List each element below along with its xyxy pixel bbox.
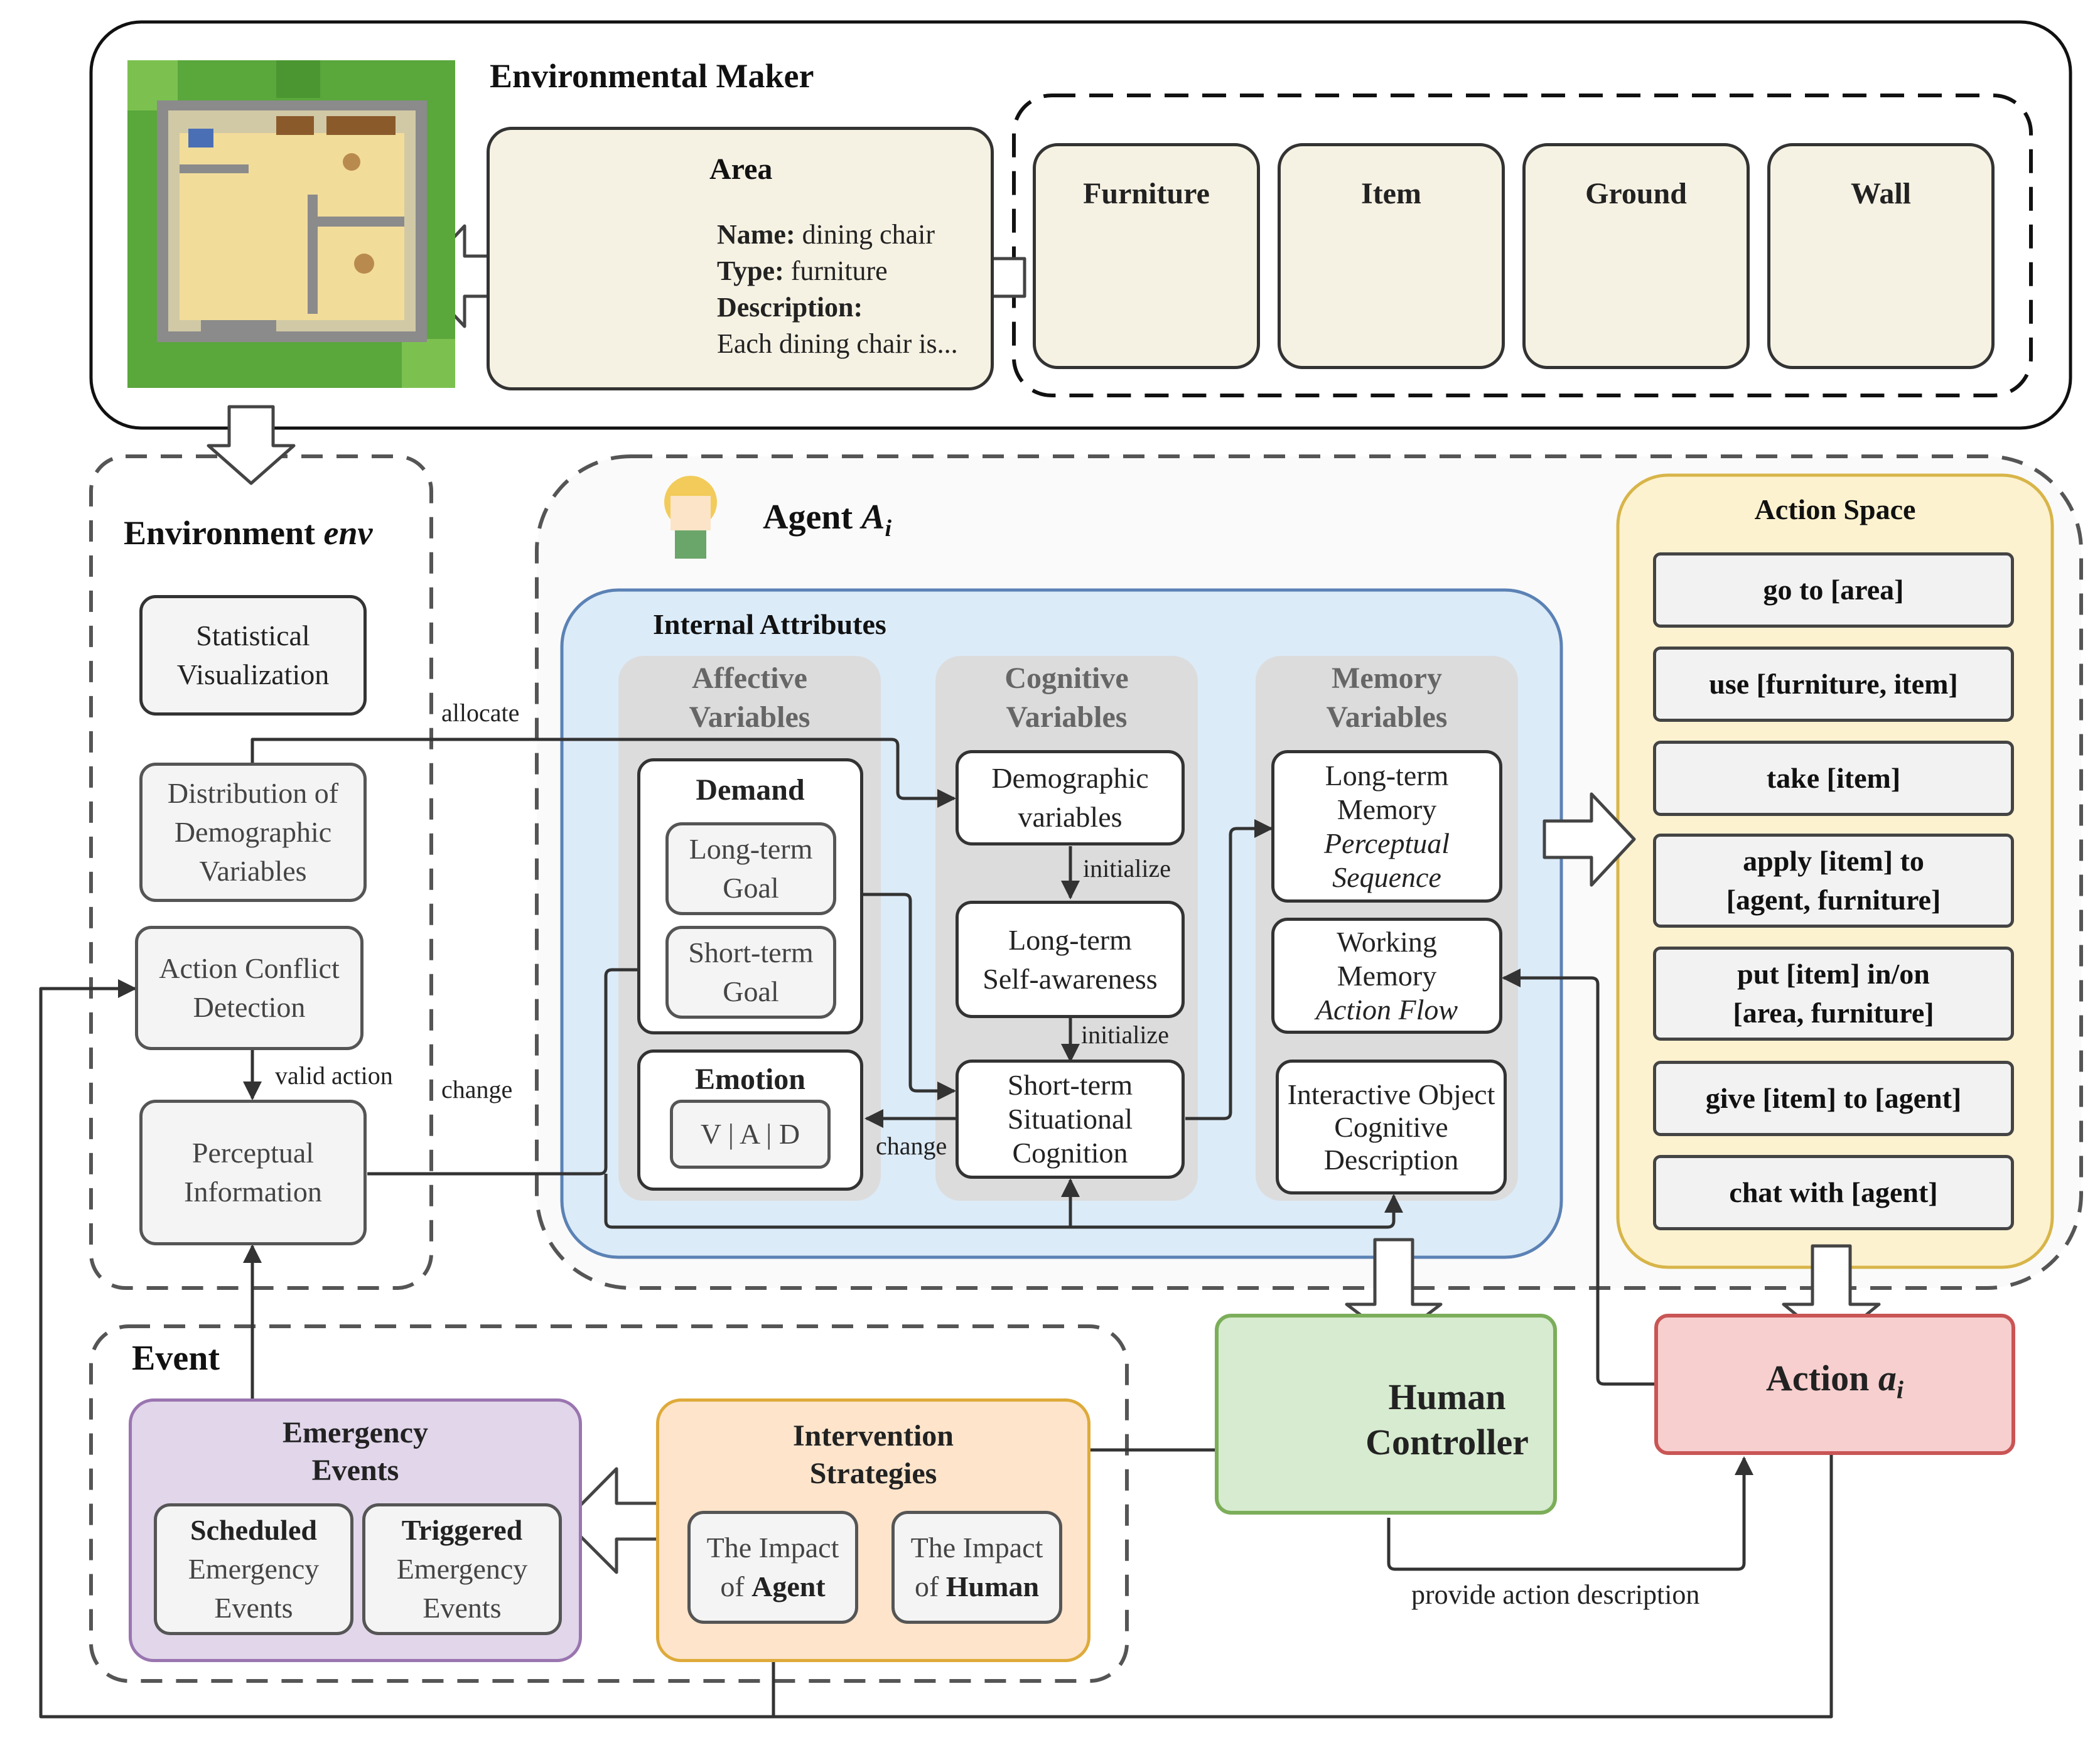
area-desc-key: Description: [717, 292, 863, 323]
initialize-label-2: initialize [1081, 1021, 1169, 1049]
action-conflict-box[interactable]: Action Conflict Detection [135, 926, 363, 1050]
line-action-to-working-memory [1502, 969, 1654, 1386]
distribution-box[interactable]: Distribution of Demographic Variables [139, 763, 367, 902]
area-title: Area [709, 153, 773, 186]
action-apply-item[interactable]: apply [item] to[agent, furniture] [1653, 834, 2014, 928]
line-allocate [250, 738, 956, 808]
action-use-furniture-item[interactable]: use [furniture, item] [1653, 647, 2014, 722]
area-details: Name: dining chair Type: furniture Descr… [717, 217, 958, 362]
line-perceptual-bottom [604, 1174, 1403, 1229]
category-ground[interactable]: Ground [1522, 143, 1750, 369]
change-label-mid: change [876, 1132, 947, 1160]
provide-action-description-label: provide action description [1411, 1579, 1700, 1610]
line-situational-to-long-memory [1185, 819, 1273, 1120]
category-wall[interactable]: Wall [1767, 143, 1995, 369]
area-type-line: Type: furniture [717, 255, 888, 286]
action-give-item[interactable]: give [item] to [agent] [1653, 1061, 2014, 1136]
perceptual-information-box[interactable]: Perceptual Information [139, 1100, 367, 1245]
valid-action-label: valid action [275, 1061, 393, 1090]
category-furniture[interactable]: Furniture [1033, 143, 1260, 369]
agent-title: Agent Ai [763, 498, 892, 542]
environment-dashed-frame [89, 454, 433, 1290]
action-put-item[interactable]: put [item] in/on[area, furniture] [1653, 947, 2014, 1041]
action-node[interactable]: Action ai [1654, 1314, 2015, 1455]
arrow-intervention-to-emergency [563, 1467, 664, 1574]
change-label-left: change [441, 1075, 513, 1103]
map-pixel-art [127, 60, 455, 388]
environment-title: Environment env [124, 514, 373, 552]
action-take-item[interactable]: take [item] [1653, 741, 2014, 816]
impact-of-human-box[interactable]: The Impact of Human [891, 1511, 1062, 1624]
event-dashed-frame [89, 1324, 1129, 1683]
triggered-emergency-events-box[interactable]: Triggered Emergency Events [362, 1503, 562, 1635]
scheduled-emergency-events-box[interactable]: Scheduled Emergency Events [154, 1503, 353, 1635]
line-perceptual-change [367, 960, 667, 1176]
statistical-visualization-box[interactable]: Statistical Visualization [139, 595, 367, 716]
area-panel [487, 127, 994, 390]
allocate-label: allocate [441, 699, 520, 727]
arrow-agent-to-action-space [1543, 792, 1636, 887]
arrow-map-to-environment [207, 405, 296, 485]
category-item[interactable]: Item [1278, 143, 1505, 369]
env-maker-title: Environmental Maker [490, 57, 814, 95]
line-long-goal-to-situational [837, 893, 956, 1100]
internal-attributes-title: Internal Attributes [653, 608, 886, 640]
impact-of-agent-box[interactable]: The Impact of Agent [687, 1511, 858, 1624]
agent-sprite [664, 476, 717, 559]
area-name-line: Name: dining chair [717, 219, 935, 250]
line-human-provide [1387, 1456, 1753, 1571]
vad-box[interactable]: V | A | D [670, 1100, 831, 1169]
area-desc-val: Each dining chair is... [717, 328, 958, 359]
initialize-label-1: initialize [1083, 854, 1171, 883]
action-chat-with-agent[interactable]: chat with [agent] [1653, 1155, 2014, 1230]
human-controller-node[interactable] [1215, 1314, 1557, 1515]
action-space-title: Action Space [1754, 493, 1916, 525]
event-title: Event [132, 1339, 220, 1378]
categories-dashed-frame [1012, 94, 2033, 397]
line-action-loop [39, 979, 1833, 1719]
action-go-to-area[interactable]: go to [area] [1653, 552, 2014, 628]
